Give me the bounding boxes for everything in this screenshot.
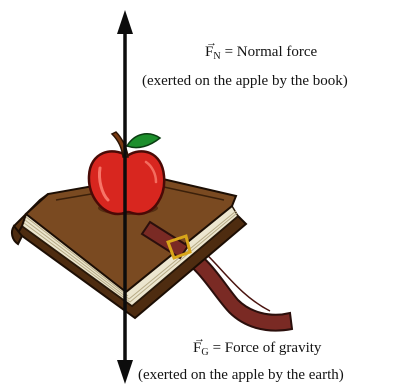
apple-leaf: [127, 134, 160, 148]
gravity-force-symbol: →FG: [193, 341, 209, 358]
normal-force-name: = Normal force: [225, 44, 318, 60]
normal-force-detail: (exerted on the apple by the book): [142, 74, 348, 89]
gravity-force-detail: (exerted on the apple by the earth): [138, 368, 344, 383]
normal-force-label: →FN = Normal force: [205, 44, 317, 62]
normal-force-arrowhead: [117, 10, 133, 34]
gravity-force-label: →FG = Force of gravity: [193, 340, 321, 358]
gravity-force-name: = Force of gravity: [213, 340, 322, 356]
gravity-force-arrowhead: [117, 360, 133, 384]
normal-force-symbol: →FN: [205, 45, 221, 62]
